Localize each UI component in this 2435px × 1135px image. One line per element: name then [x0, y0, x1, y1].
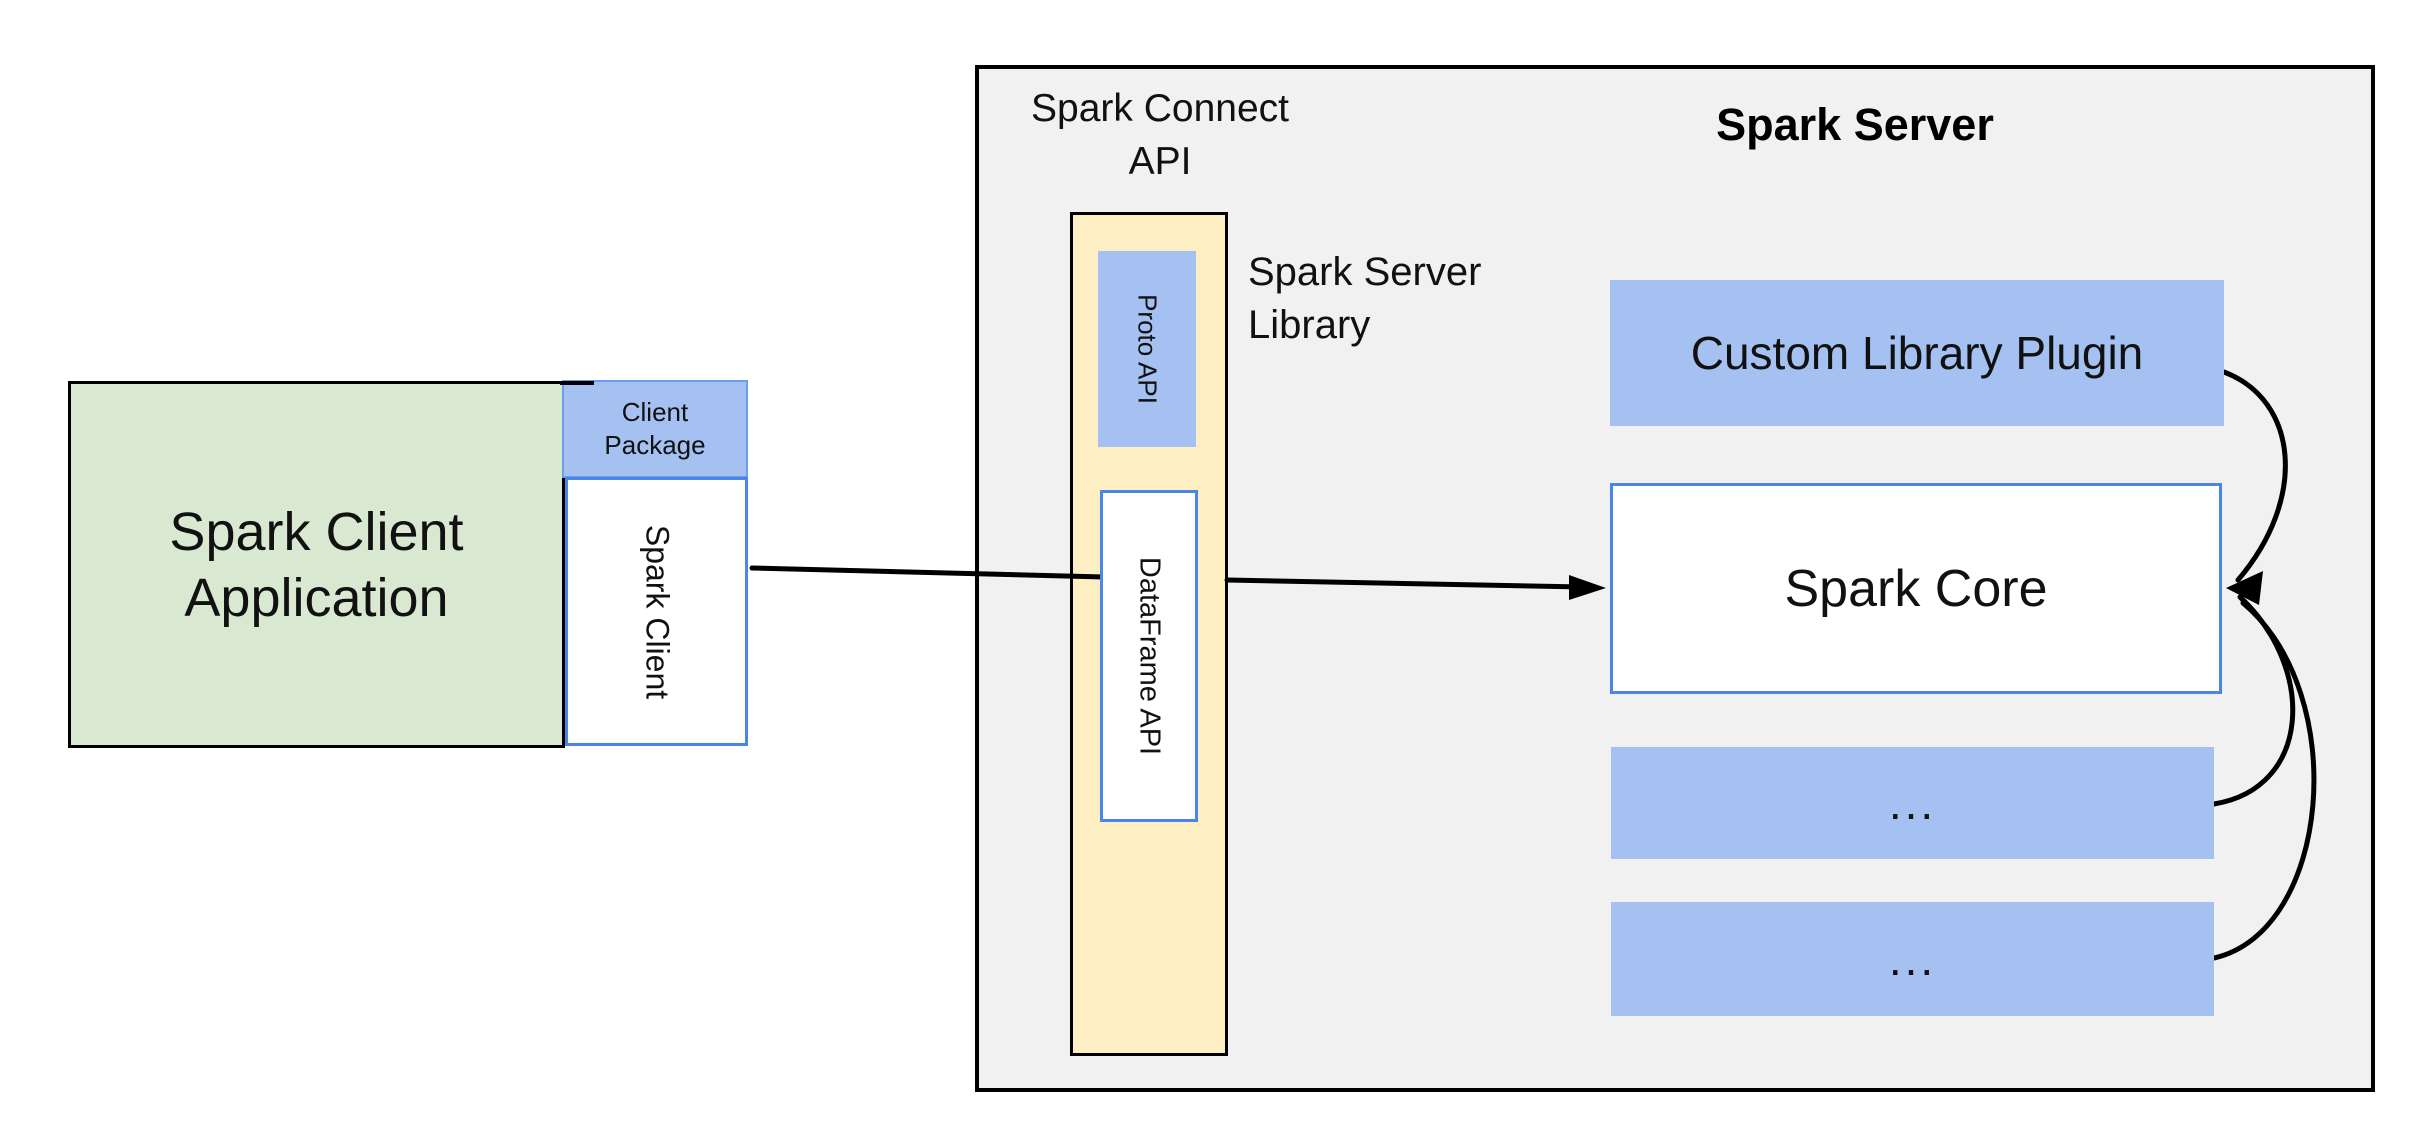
- spark-server-library-label: Spark Server Library: [1248, 246, 1578, 352]
- proto-api-box: Proto API: [1098, 251, 1196, 447]
- spark-connect-api-label-line1: Spark Connect: [1031, 87, 1289, 130]
- spark-server-library-label-line1: Spark Server: [1248, 250, 1482, 294]
- client-package-box: Client Package: [562, 380, 748, 478]
- spark-core-box: Spark Core: [1610, 483, 2222, 694]
- spark-client-label: Spark Client: [639, 524, 675, 699]
- spark-server-library-label-line2: Library: [1248, 303, 1371, 347]
- spark-client-application-label-line2: Application: [184, 567, 449, 628]
- custom-library-plugin-box: Custom Library Plugin: [1610, 280, 2224, 426]
- spark-client-box: Spark Client: [565, 477, 748, 746]
- spark-client-application-label-line1: Spark Client: [169, 501, 464, 562]
- dataframe-api-label: DataFrame API: [1133, 556, 1166, 756]
- ellipsis-box-1: ...: [1611, 747, 2214, 859]
- client-box-border-overshoot: [560, 381, 594, 385]
- spark-connect-api-label: Spark Connect API: [960, 82, 1360, 188]
- spark-connect-api-label-line2: API: [1128, 140, 1192, 183]
- dataframe-api-box: DataFrame API: [1100, 490, 1198, 822]
- spark-client-application-box: Spark Client Application: [68, 381, 565, 748]
- ellipsis-box-2: ...: [1611, 902, 2214, 1016]
- spark-server-title: Spark Server: [1716, 99, 1994, 150]
- client-package-label-line2: Package: [604, 430, 706, 460]
- proto-api-label: Proto API: [1132, 294, 1163, 404]
- client-package-label-line1: Client: [621, 397, 689, 427]
